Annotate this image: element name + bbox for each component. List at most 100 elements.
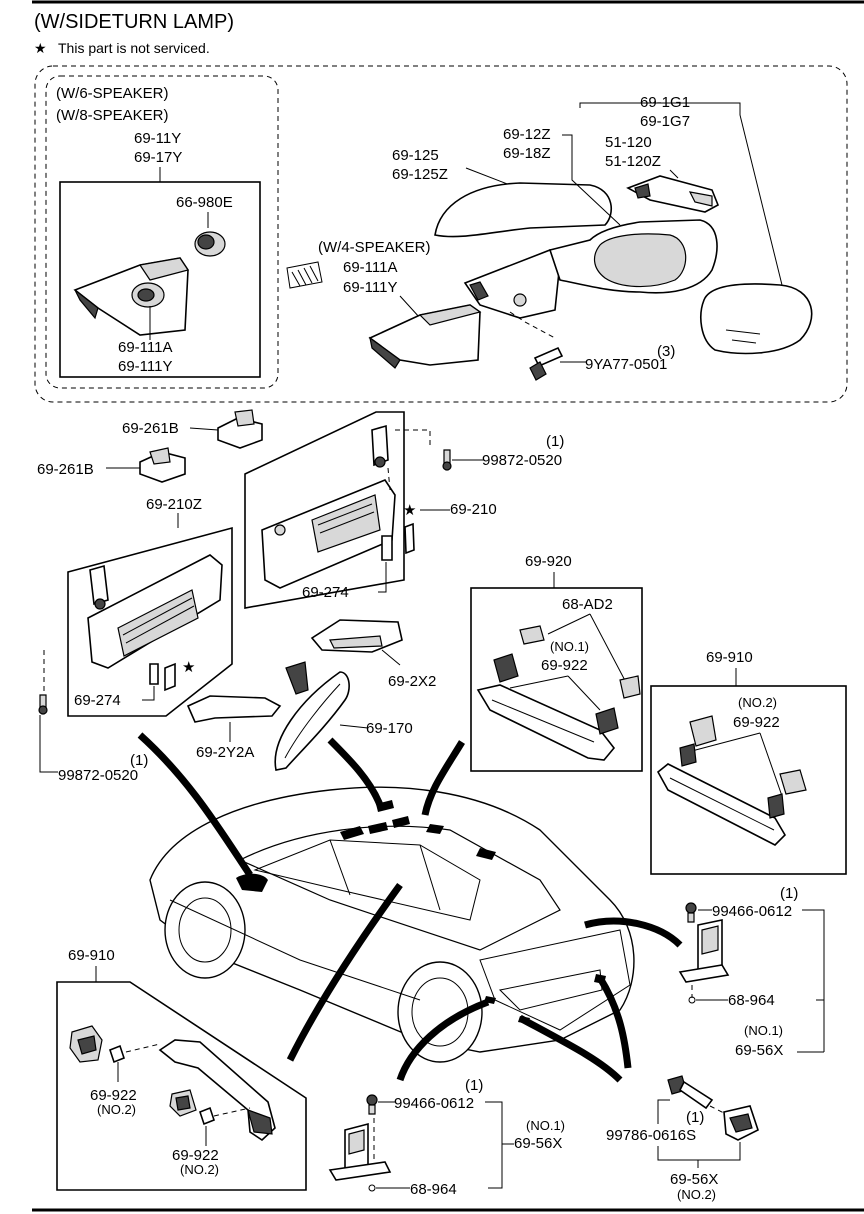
speaker-garnish-part	[73, 257, 189, 336]
label-69-170: 69-170	[366, 720, 413, 737]
label-66-980E: 66-980E	[176, 194, 233, 211]
rearview-mirror-part	[274, 661, 350, 771]
screw-99466-right-part	[685, 902, 697, 923]
label-69-920: 69-920	[525, 553, 572, 570]
screw-99872-bottom-part	[38, 694, 48, 715]
screw-99872-top-part	[442, 449, 452, 471]
label-69-922-c: 69-922	[90, 1087, 137, 1104]
clip-69-261B-bottom-part	[139, 447, 186, 483]
label-69-210: 69-210	[450, 501, 497, 518]
assist-grip-910-left-part	[69, 1025, 276, 1142]
label-69-125Z: 69-125Z	[392, 166, 448, 183]
leader-bracket-right	[584, 917, 683, 948]
speaker-group-outline	[45, 75, 279, 389]
no1-c: (NO.1)	[526, 1118, 565, 1133]
leader-grip-910-left	[286, 882, 403, 1062]
label-69-111A-left: 69-111A	[118, 339, 173, 356]
mirror-group-outline	[34, 65, 848, 403]
label-99466-0612-right: 99466-0612	[712, 903, 792, 920]
assist-grip-910-left-box	[56, 981, 307, 1191]
no2-a: (NO.2)	[738, 695, 777, 710]
screw-99466-bottom-part	[366, 1094, 378, 1115]
bolt-99786-part	[667, 1075, 714, 1110]
clip-69-261B-top-part	[217, 409, 263, 449]
no2-d: (NO.2)	[677, 1187, 716, 1202]
label-69-2Y2A: 69-2Y2A	[196, 744, 254, 761]
leader-grip-920	[421, 740, 465, 816]
leader-sunvisor	[137, 732, 253, 877]
assist-grip-front-part	[186, 695, 282, 723]
label-69-910-left: 69-910	[68, 947, 115, 964]
sensor-69-56X-part	[723, 1105, 759, 1141]
label-69-111Y-mid: 69-111Y	[343, 279, 398, 296]
label-9YA77-0501: 9YA77-0501	[585, 356, 667, 373]
label-68-964-bottom: 68-964	[410, 1181, 457, 1198]
label-69-111Y-left: 69-111Y	[118, 358, 173, 375]
qty-1-b: (1)	[130, 752, 148, 769]
no1-a: (NO.1)	[550, 639, 589, 654]
leader-mirror	[327, 737, 384, 807]
label-69-2X2: 69-2X2	[388, 673, 436, 690]
page-title: (W/SIDETURN LAMP)	[34, 11, 234, 33]
label-69-261B-top: 69-261B	[122, 420, 179, 437]
assist-grip-910-right-part	[656, 715, 807, 846]
qty-1-c: (1)	[780, 885, 798, 902]
label-69-274-left: 69-274	[74, 692, 121, 709]
visor-passenger-box	[67, 526, 233, 717]
bracket-68-964-right-part	[678, 919, 730, 983]
no1-b: (NO.1)	[744, 1023, 783, 1038]
not-serviced-star-icon-2: ★	[182, 659, 195, 676]
leader-bolt	[597, 976, 632, 1069]
label-69-111A-mid: 69-111A	[343, 259, 398, 276]
label-51-120: 51-120	[605, 134, 652, 151]
visor-driver-box	[244, 411, 405, 609]
sunvisor-driver-part	[261, 424, 396, 589]
qty-1-e: (1)	[686, 1109, 704, 1126]
label-69-56X-bottom: 69-56X	[514, 1135, 562, 1152]
mirror-glass-part	[700, 283, 813, 355]
legend-text: This part is not serviced.	[58, 40, 210, 56]
no2-c: (NO.2)	[180, 1162, 219, 1177]
label-51-120Z: 51-120Z	[605, 153, 661, 170]
label-69-17Y: 69-17Y	[134, 149, 182, 166]
label-69-922-a: 69-922	[541, 657, 588, 674]
label-69-11Y: 69-11Y	[134, 130, 181, 147]
label-69-910-right: 69-910	[706, 649, 753, 666]
label-69-1G7: 69-1G7	[640, 113, 690, 130]
sunvisor-passenger-part	[87, 554, 223, 669]
mirror-base-part	[463, 219, 718, 319]
four-speaker-label: (W/4-SPEAKER)	[318, 239, 431, 256]
arrow-icon	[286, 261, 323, 289]
clip-69-274-left-part	[149, 663, 159, 685]
label-68-964-right: 68-964	[728, 992, 775, 1009]
legend-star-icon: ★	[34, 40, 47, 56]
label-69-261B-bottom: 69-261B	[37, 461, 94, 478]
label-69-210Z: 69-210Z	[146, 496, 202, 513]
label-69-18Z: 69-18Z	[503, 145, 551, 162]
speaker-group-label-8: (W/8-SPEAKER)	[56, 107, 169, 124]
label-99872-0520-bottom: 99872-0520	[58, 767, 138, 784]
speaker-group-label-6: (W/6-SPEAKER)	[56, 85, 169, 102]
not-serviced-star-icon: ★	[403, 502, 416, 519]
no2-b: (NO.2)	[97, 1102, 136, 1117]
label-69-56X-bottom-right: 69-56X	[670, 1171, 718, 1188]
leader-bracket-bottom-right	[518, 1014, 623, 1083]
map-lamp-part	[310, 619, 403, 653]
sideturn-lamp-part	[626, 175, 720, 213]
label-69-922-b: 69-922	[733, 714, 780, 731]
leader-bracket-bottom	[396, 998, 490, 1082]
qty-1-d: (1)	[465, 1077, 483, 1094]
qty-3: (3)	[657, 343, 675, 360]
label-68-AD2: 68-AD2	[562, 596, 613, 613]
clip-69-274-right-part	[381, 535, 393, 561]
mirror-cover-part	[434, 182, 612, 238]
bolt-9YA77-part	[529, 346, 564, 381]
label-99466-0612-bottom: 99466-0612	[394, 1095, 474, 1112]
assist-grip-920-box	[470, 587, 643, 772]
label-99872-0520-top: 99872-0520	[482, 452, 562, 469]
label-69-56X-right: 69-56X	[735, 1042, 783, 1059]
assist-grip-920-part	[476, 625, 641, 761]
speaker-detail-box	[59, 181, 261, 378]
label-69-922-d: 69-922	[172, 1147, 219, 1164]
